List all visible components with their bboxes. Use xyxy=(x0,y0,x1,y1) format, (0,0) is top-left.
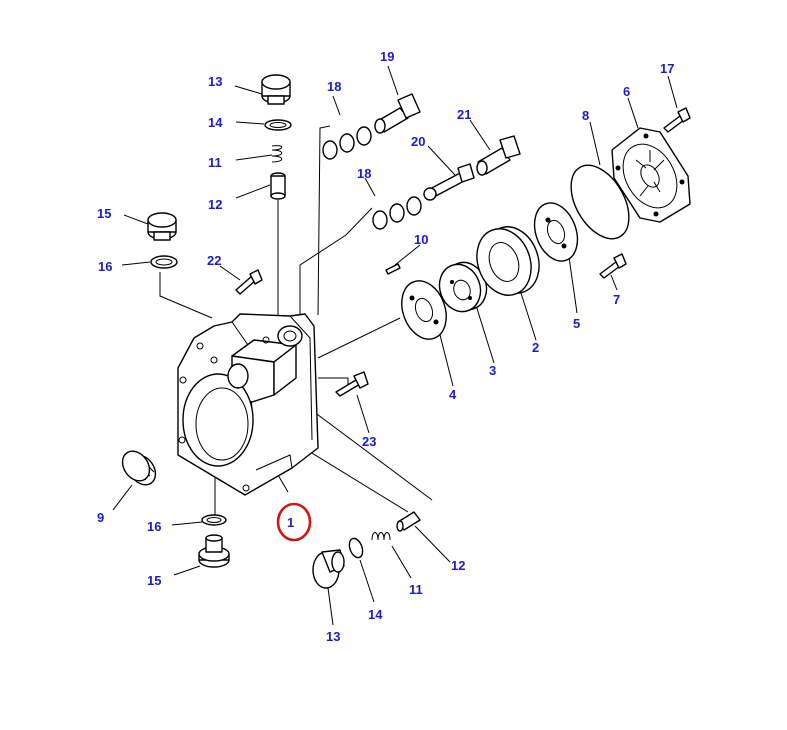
oring-part-16-upper xyxy=(150,255,178,269)
callout-6: 6 xyxy=(623,84,630,99)
callout-12-lower: 12 xyxy=(451,558,465,573)
orings-part-18-lower xyxy=(372,196,422,230)
callout-23: 23 xyxy=(362,434,376,449)
fitting-part-19 xyxy=(374,93,421,134)
callout-2: 2 xyxy=(532,340,539,355)
callout-7: 7 xyxy=(613,292,620,307)
callout-11-lower: 11 xyxy=(409,582,423,597)
housing-part-1 xyxy=(177,313,319,496)
oring-part-16-lower xyxy=(201,514,227,526)
callout-8: 8 xyxy=(582,108,589,123)
threaded-ring-part-9 xyxy=(121,450,157,486)
callout-22: 22 xyxy=(207,253,221,268)
plug-part-13-lower xyxy=(312,549,345,589)
callout-16-upper: 16 xyxy=(98,259,112,274)
valve-part-12 xyxy=(270,172,286,200)
plate-part-4 xyxy=(401,280,447,340)
valve-part-21 xyxy=(476,135,521,176)
oring-part-14-lower xyxy=(348,537,364,559)
callout-21: 21 xyxy=(457,107,471,122)
callout-18-upper: 18 xyxy=(327,79,341,94)
callout-15-upper: 15 xyxy=(97,206,111,221)
callout-1: 1 xyxy=(287,515,294,530)
spring-part-11-lower xyxy=(371,532,391,541)
plug-part-13 xyxy=(261,74,291,105)
bolt-part-22 xyxy=(235,269,263,295)
orings-part-18-upper xyxy=(322,126,372,160)
leader-lines xyxy=(112,65,678,626)
callout-4: 4 xyxy=(449,387,457,402)
callout-15-lower: 15 xyxy=(147,573,161,588)
callout-12-upper: 12 xyxy=(208,197,222,212)
callout-14-upper: 14 xyxy=(208,115,223,130)
bolt-part-7 xyxy=(599,253,627,279)
callout-labels: 13 14 11 12 15 16 22 18 18 19 20 21 10 8… xyxy=(97,49,674,644)
callout-19: 19 xyxy=(380,49,394,64)
spring-part-11 xyxy=(271,145,283,163)
callout-20: 20 xyxy=(411,134,425,149)
callout-11-upper: 11 xyxy=(208,155,222,170)
callout-16-lower: 16 xyxy=(147,519,161,534)
callout-9: 9 xyxy=(97,510,104,525)
cover-part-6 xyxy=(611,127,691,223)
plug-part-15-upper xyxy=(147,212,177,241)
plug-part-15-lower xyxy=(198,534,230,568)
gear-part-3 xyxy=(438,261,488,313)
callout-14-lower: 14 xyxy=(368,607,383,622)
callout-5: 5 xyxy=(573,316,580,331)
gasket-part-8 xyxy=(570,164,630,240)
callout-10: 10 xyxy=(414,232,428,247)
pin-part-10 xyxy=(385,263,401,275)
ring-part-2 xyxy=(476,226,540,296)
highlight-circle xyxy=(276,502,312,542)
callout-13-upper: 13 xyxy=(208,74,222,89)
valve-part-12-lower xyxy=(396,511,421,532)
callout-17: 17 xyxy=(660,61,674,76)
callout-18-lower: 18 xyxy=(357,166,371,181)
callout-3: 3 xyxy=(489,363,496,378)
callout-13-lower: 13 xyxy=(326,629,340,644)
bolt-part-17 xyxy=(663,107,691,133)
plate-part-5 xyxy=(533,202,579,262)
oring-part-14 xyxy=(264,119,292,131)
piston-part-20 xyxy=(423,163,475,201)
bolt-part-23 xyxy=(335,371,369,397)
